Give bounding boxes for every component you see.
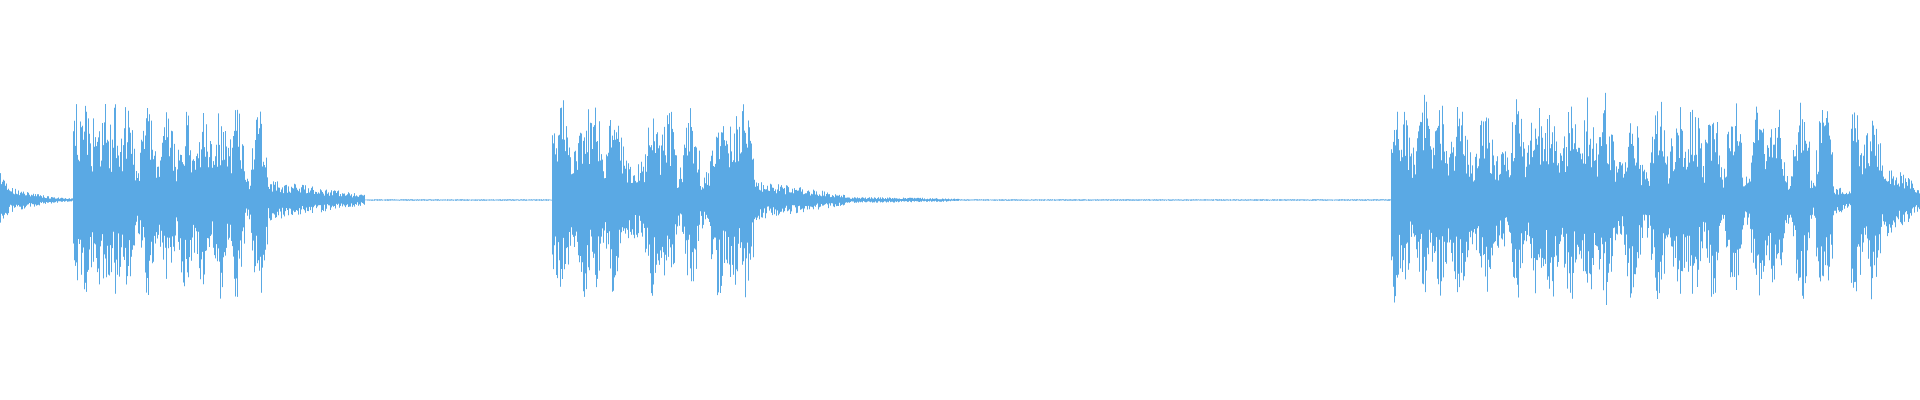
waveform-signal [0,92,1920,305]
